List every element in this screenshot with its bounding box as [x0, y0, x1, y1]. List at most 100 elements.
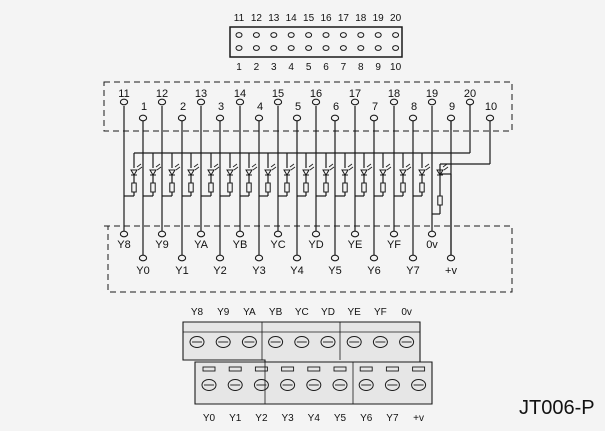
- connector-pin: [392, 45, 400, 51]
- channel-led-ray: [252, 166, 258, 171]
- terminal-clamp: [202, 366, 216, 372]
- connector-pin: [322, 45, 330, 51]
- connector-pin: [235, 32, 243, 38]
- channel-led: [207, 169, 215, 176]
- channel-led: [283, 169, 291, 176]
- power-led-ray: [443, 166, 449, 171]
- channel-led-ray: [289, 163, 295, 168]
- connector-top-label: 16: [320, 13, 332, 24]
- model-name: JT006-P: [519, 397, 595, 419]
- pin-label-upper: 11: [118, 88, 129, 100]
- output-terminal: [138, 254, 148, 262]
- output-terminal: [311, 230, 321, 238]
- channel-led-ray: [155, 163, 161, 168]
- output-label-high: Y8: [117, 239, 130, 251]
- channel-led-ray: [308, 163, 314, 168]
- pin-label-lower: 5: [295, 101, 301, 113]
- output-terminal: [330, 254, 340, 262]
- pin-label-upper: 15: [272, 88, 284, 100]
- connector-top-label: 11: [234, 13, 245, 24]
- output-label-low: Y1: [175, 265, 188, 277]
- terminal-screw: [201, 379, 217, 391]
- output-terminal: [119, 230, 129, 238]
- connector-bottom-label: 9: [375, 62, 381, 73]
- channel-led: [341, 169, 349, 176]
- terminal-top-label: YA: [243, 307, 256, 318]
- terminal-clamp: [333, 366, 347, 372]
- output-label-high: YC: [270, 239, 285, 251]
- channel-led-ray: [271, 166, 277, 171]
- output-terminal: [215, 254, 225, 262]
- connector-top-label: 20: [390, 13, 402, 24]
- connector-pin: [235, 45, 243, 51]
- channel-led: [399, 169, 407, 176]
- terminal-bottom-label: Y2: [255, 413, 268, 424]
- channel-led-ray: [270, 163, 276, 168]
- channel-led-ray: [385, 163, 391, 168]
- terminal-screw: [306, 379, 322, 391]
- pin-terminal: [292, 114, 302, 122]
- terminal-clamp: [307, 366, 321, 372]
- output-terminal: [235, 230, 245, 238]
- pin-terminal: [427, 98, 437, 106]
- pin-label-lower: 2: [180, 101, 186, 113]
- output-terminal: [446, 254, 456, 262]
- connector-pin: [339, 45, 347, 51]
- pin-terminal: [485, 114, 495, 122]
- terminal-screw: [384, 379, 400, 391]
- channel-led: [360, 169, 368, 176]
- terminal-screw: [372, 336, 388, 348]
- channel-resistor: [131, 182, 137, 193]
- terminal-bottom-label: Y6: [360, 413, 373, 424]
- pin-terminal: [369, 114, 379, 122]
- channel-led-ray: [328, 163, 334, 168]
- terminal-screw: [215, 336, 231, 348]
- connector-pin: [270, 45, 278, 51]
- connector-bottom-label: 6: [323, 62, 329, 73]
- connector-pin: [374, 32, 382, 38]
- pin-terminal: [330, 114, 340, 122]
- terminal-bottom-label: Y3: [281, 413, 294, 424]
- terminal-screw: [294, 336, 310, 348]
- channel-resistor: [169, 182, 175, 193]
- pin-terminal: [235, 98, 245, 106]
- terminal-screw: [280, 379, 296, 391]
- output-label-low: Y3: [252, 265, 265, 277]
- channel-led-ray: [193, 163, 199, 168]
- pin-label-upper: 17: [349, 88, 361, 100]
- channel-led: [130, 169, 138, 176]
- channel-led: [168, 169, 176, 176]
- terminal-clamp: [254, 366, 268, 372]
- channel-resistor: [303, 182, 309, 193]
- channel-resistor: [284, 182, 290, 193]
- terminal-top-label: YE: [348, 307, 362, 318]
- output-label-low: Y2: [213, 265, 226, 277]
- connector-top-label: 15: [303, 13, 315, 24]
- channel-led: [379, 169, 387, 176]
- channel-led-ray: [348, 166, 354, 171]
- terminal-bottom-label: +v: [413, 413, 424, 424]
- output-label-high: YA: [194, 239, 209, 251]
- output-label-high: YB: [233, 239, 248, 251]
- pin-terminal: [177, 114, 187, 122]
- connector-top-label: 18: [355, 13, 367, 24]
- channel-resistor: [323, 182, 329, 193]
- channel-resistor: [361, 182, 367, 193]
- terminal-bottom-label: Y4: [308, 413, 321, 424]
- connector-pin: [339, 32, 347, 38]
- pin-terminal: [215, 114, 225, 122]
- pin-terminal: [196, 98, 206, 106]
- connector-bottom-label: 7: [341, 62, 347, 73]
- pin-label-upper: 20: [464, 88, 476, 100]
- connector-pin: [305, 45, 313, 51]
- channel-led: [264, 169, 272, 176]
- connector-top-label: 14: [286, 13, 298, 24]
- channel-led: [302, 169, 310, 176]
- connector-pin: [287, 32, 295, 38]
- output-label-low: +v: [445, 265, 457, 277]
- pin-terminal: [273, 98, 283, 106]
- output-label-high: YF: [387, 239, 401, 251]
- connector-bottom-label: 2: [254, 62, 260, 73]
